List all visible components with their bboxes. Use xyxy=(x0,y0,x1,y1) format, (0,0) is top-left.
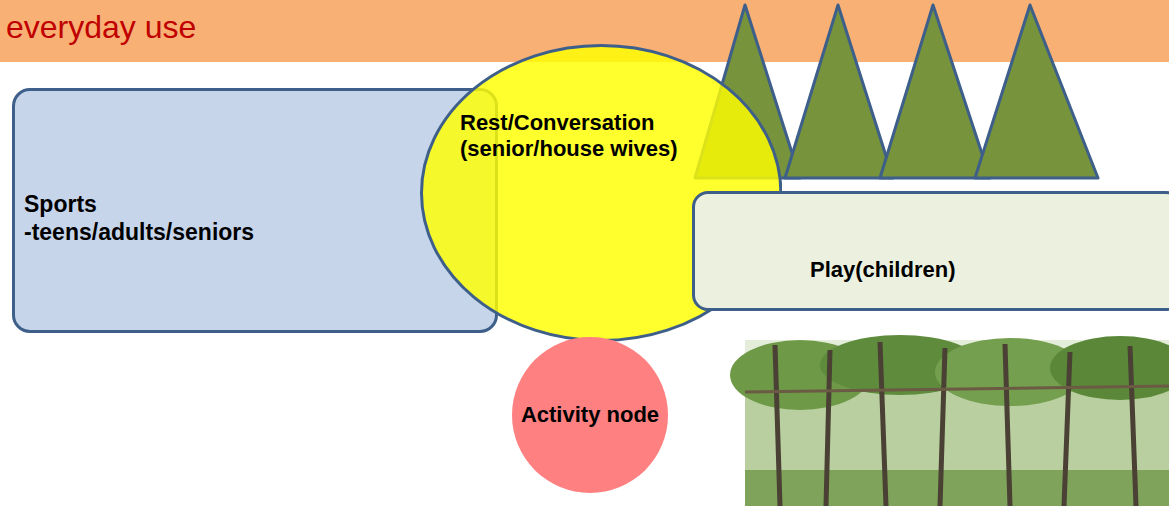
node-shape xyxy=(512,337,668,493)
node-label: Rest/Conversation (senior/house wives) xyxy=(460,110,682,163)
node-label: Sports xyxy=(24,191,254,219)
node-label: Play(children) xyxy=(810,257,955,283)
text-holder: Activity node xyxy=(521,402,659,428)
text-holder: Sports-teens/adults/seniors xyxy=(24,191,254,246)
node-text: -teens/adults/seniors xyxy=(24,219,254,247)
activity-circle: Activity node xyxy=(512,337,668,493)
forest-photo xyxy=(730,335,1169,506)
page-title: everyday use xyxy=(6,8,196,46)
text-holder: Rest/Conversation (senior/house wives) xyxy=(460,110,682,163)
text-holder: Play(children) xyxy=(810,257,955,283)
node-label: Activity node xyxy=(521,402,659,428)
play-box: Play(children) xyxy=(692,191,1169,311)
